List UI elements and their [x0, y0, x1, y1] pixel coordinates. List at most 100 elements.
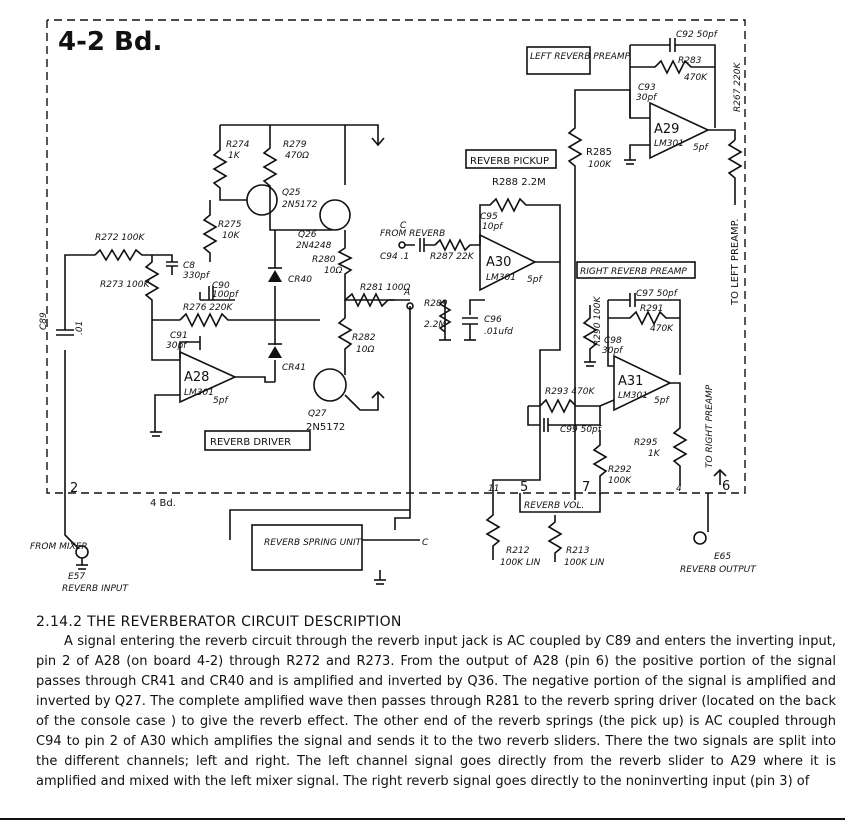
- c94-label: C94 .1: [380, 252, 409, 262]
- r213-label: R213: [566, 546, 590, 556]
- r292-resistor: [592, 430, 608, 495]
- node-c-top: C: [400, 221, 407, 231]
- reverb-pickup-box: [465, 149, 557, 169]
- r285-resistor: [567, 110, 583, 500]
- r274-resistor: [212, 125, 228, 195]
- reverb-input-label: REVERB INPUT: [62, 584, 129, 594]
- r291-resistor: [608, 310, 680, 326]
- circuit-description: 2.14.2 THE REVERBERATOR CIRCUIT DESCRIPT…: [36, 614, 836, 792]
- r282-value: 10Ω: [356, 345, 374, 355]
- node-7-label: 7: [582, 480, 590, 495]
- q25-type: 2N5172: [282, 200, 318, 210]
- node-6-label: 6: [722, 479, 730, 494]
- r289-label: R289: [424, 299, 448, 309]
- a29-type: LM301: [654, 139, 684, 149]
- r212-label: R212: [506, 546, 530, 556]
- r279-value: 470Ω: [285, 151, 309, 161]
- board-title: 4-2 Bd.: [58, 27, 162, 57]
- r282-resistor: [337, 300, 353, 362]
- a28-type: LM301: [184, 388, 214, 398]
- c91-label: C91: [170, 331, 188, 341]
- to-left-preamp-label: TO LEFT PREAMP.: [730, 219, 741, 306]
- e65-label: E65: [714, 552, 731, 562]
- c99-label: C99 50pf: [560, 425, 603, 435]
- node-c-bottom: C: [422, 538, 429, 548]
- board-footer-label: 4 Bd.: [150, 498, 176, 509]
- r289-value: 2.2M: [424, 320, 446, 330]
- node-4-label: 4: [676, 484, 682, 494]
- r275-resistor: [202, 200, 218, 262]
- r274-value: 1K: [228, 151, 241, 161]
- r281-label: R281 100Ω: [360, 283, 410, 293]
- a31-opamp: [613, 354, 672, 412]
- a31-comp: 5pf: [654, 396, 670, 406]
- c96-label: C96: [484, 315, 502, 325]
- right-reverb-preamp-box: [576, 261, 696, 279]
- r283-value: 470K: [684, 73, 708, 83]
- r212-slider: [485, 498, 501, 560]
- c90-value: 100pf: [212, 290, 240, 300]
- q26-transistor: [319, 199, 351, 231]
- board-outline: [46, 19, 746, 494]
- description-heading: 2.14.2 THE REVERBERATOR CIRCUIT DESCRIPT…: [36, 614, 402, 630]
- c95-value: 10pf: [482, 222, 504, 232]
- c92-label: C92 50pf: [676, 30, 719, 40]
- r213-slider: [547, 515, 563, 562]
- a29-label: A29: [654, 122, 679, 137]
- r276-label: R276 220K: [183, 303, 233, 313]
- c98-value: 30pf: [602, 346, 624, 356]
- q27-label: Q27: [308, 409, 327, 419]
- r287-label: R287 22K: [430, 252, 475, 262]
- c93-value: 30pf: [636, 93, 658, 103]
- to-right-preamp-label: TO RIGHT PREAMP: [705, 384, 715, 468]
- r295-resistor: [672, 420, 688, 485]
- a28-comp: 5pf: [213, 396, 229, 406]
- r292-label: R292: [608, 465, 632, 475]
- r267-label: R267 220K: [733, 62, 743, 112]
- a29-opamp: [649, 101, 710, 160]
- left-reverb-preamp-label: LEFT REVERB PREAMP: [530, 52, 631, 62]
- node-a-label: A: [403, 288, 410, 298]
- q25-label: Q25: [282, 188, 301, 198]
- a31-label: A31: [618, 374, 643, 389]
- r281-resistor: [344, 292, 410, 308]
- reverb-pickup-label: REVERB PICKUP: [470, 156, 549, 167]
- r293-label: R293 470K: [545, 387, 595, 397]
- q26-label: Q26: [298, 230, 317, 240]
- r272-label: R272 100K: [95, 233, 145, 243]
- node-11-label: 11: [488, 484, 499, 494]
- node-2-label: 2: [70, 481, 78, 496]
- r273-resistor: [144, 255, 160, 320]
- q26-type: 2N4248: [296, 241, 332, 251]
- r213-value: 100K LIN: [564, 558, 605, 568]
- page-bottom-rule: [0, 818, 845, 820]
- r276-resistor: [179, 312, 235, 328]
- c97-label: C97 50pf: [636, 289, 679, 299]
- r290-resistor: [582, 305, 598, 362]
- c98-label: C98: [604, 336, 622, 346]
- from-mixer-label: FROM MIXER: [30, 542, 88, 552]
- r293-resistor: [528, 398, 615, 414]
- r282-label: R282: [352, 333, 376, 343]
- r279-resistor: [262, 125, 278, 195]
- r295-value: 1K: [648, 449, 661, 459]
- r295-label: R295: [634, 438, 658, 448]
- cr41-diode: [268, 346, 282, 358]
- reverb-driver-label: REVERB DRIVER: [210, 437, 291, 448]
- a28-opamp: [179, 350, 237, 404]
- cr40-diode: [268, 270, 282, 282]
- a28-label: A28: [184, 370, 209, 385]
- a30-opamp: [479, 233, 537, 292]
- r283-label: R283: [678, 56, 702, 66]
- q27-transistor: [313, 368, 347, 402]
- r272-resistor: [94, 248, 152, 262]
- r285-label: R285: [586, 147, 612, 158]
- c8-label: C8: [183, 261, 195, 271]
- r283-resistor: [630, 59, 715, 75]
- a29-comp: 5pf: [693, 143, 709, 153]
- cr41-label: CR41: [282, 363, 306, 373]
- c89-label: C89: [39, 312, 49, 330]
- r292-value: 100K: [608, 476, 632, 486]
- c96-value: .01ufd: [484, 327, 513, 337]
- r288-label: R288 2.2M: [492, 177, 546, 188]
